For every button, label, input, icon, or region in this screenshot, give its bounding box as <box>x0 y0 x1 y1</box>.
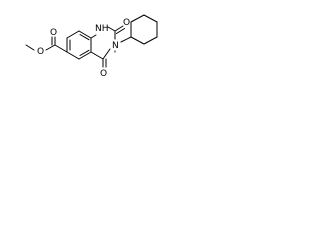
bond-c6-c5-inner <box>79 49 90 56</box>
atom-label-o-c4: O <box>100 69 107 79</box>
chemical-structure: NH N O O O O <box>25 14 158 79</box>
bond-cy5-cy6 <box>143 36 158 45</box>
carbonyl-c2 <box>114 25 125 34</box>
bond-c7-ester-c <box>54 44 68 53</box>
methyl-ester <box>25 36 68 53</box>
carbonyl-c4 <box>102 58 107 68</box>
bond-c6-c5 <box>78 51 92 60</box>
atom-label-n: N <box>112 41 119 51</box>
atom-label-nh: NH <box>95 24 109 34</box>
bond-ester-c-oether <box>45 44 56 51</box>
bond-oether-methyl <box>25 44 35 51</box>
atom-label-o-c2: O <box>123 18 130 28</box>
atom-label-o-ester-carbonyl: O <box>50 28 57 38</box>
bond-c8a-n1 <box>90 34 97 39</box>
bond-c4-c4a <box>90 51 104 60</box>
bond-n3-c4-link <box>102 48 111 60</box>
atom-label-o-ester-ether: O <box>37 47 44 57</box>
bond-cy3-cy4 <box>143 14 158 23</box>
bond-c4a-c8a <box>78 30 92 39</box>
bond-n3-cyclohexyl <box>120 36 132 43</box>
bond-cy2-cy3 <box>130 14 145 23</box>
bond-c2-o-a <box>114 25 124 32</box>
benzene-ring <box>66 30 92 60</box>
bond-cy6-cy1 <box>130 36 145 45</box>
bond-c7-c6 <box>66 51 80 60</box>
bond-c4a-c8a-inner <box>79 34 90 41</box>
bond-c8a-c8 <box>66 30 80 39</box>
pyrimidine-ring <box>90 26 116 60</box>
bond-c2-o-b <box>116 28 125 34</box>
cyclohexane-ring <box>130 14 158 45</box>
bond-n1-c2 <box>107 26 116 32</box>
